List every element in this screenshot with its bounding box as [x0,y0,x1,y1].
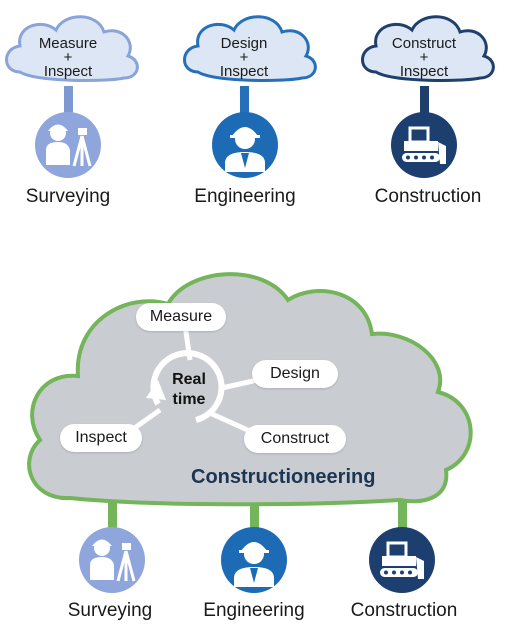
cloud-plus: + [63,49,73,66]
stem-surveying-top [64,86,73,116]
stem-surveying-bottom [108,492,117,528]
label-engineering-bottom: Engineering [203,600,305,621]
big-cloud [27,272,473,507]
bulldozer-icon-bottom [369,527,435,593]
step-design: Design [252,360,338,388]
stem-construction-top [420,86,429,116]
bulldozer-icon [391,112,457,178]
label-surveying-top: Surveying [25,186,111,207]
cloud-plus: + [239,49,249,66]
label-construction-top: Construction [374,186,482,207]
stem-engineering-bottom [250,492,259,528]
surveyor-icon [35,112,101,178]
surveyor-icon-bottom [79,527,145,593]
cloud-line2: Inspect [399,63,449,80]
stem-engineering-top [240,86,249,116]
label-engineering-top: Engineering [194,186,296,207]
step-construct: Construct [244,425,346,453]
cloud-line2: Inspect [43,63,93,80]
stem-construction-bottom [398,492,407,528]
cloud-line1: Construct [391,35,457,52]
cloud-line1: Design [220,35,268,52]
realtime-center-label: Real time [149,370,229,410]
engineer-icon-bottom [221,527,287,593]
cloud-text-construct: Construct + Inspect [364,35,484,80]
cloud-text-measure: Measure + Inspect [8,35,128,80]
constructioneering-title: Constructioneering [191,466,376,488]
label-construction-bottom: Construction [350,600,458,621]
cloud-plus: + [419,49,429,66]
step-inspect: Inspect [60,424,142,452]
step-measure: Measure [136,303,226,331]
realtime-line2: time [172,391,206,408]
engineer-icon [212,112,278,178]
cloud-line1: Measure [38,35,98,52]
cloud-line2: Inspect [219,63,269,80]
realtime-line1: Real [172,371,206,388]
label-surveying-bottom: Surveying [67,600,153,621]
cloud-text-design: Design + Inspect [184,35,304,80]
